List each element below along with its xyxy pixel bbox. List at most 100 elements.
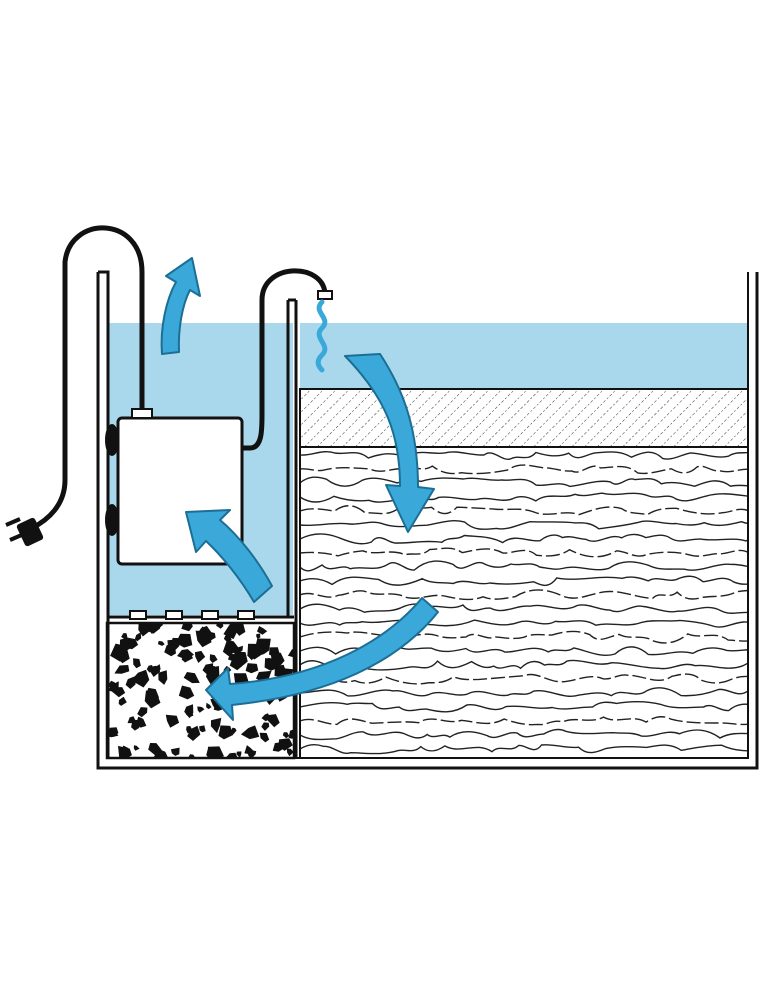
sponge-swirl (300, 673, 748, 685)
coarse-chunk (245, 663, 259, 674)
arrow-into-coarse-media (205, 597, 439, 721)
sponge-swirl (300, 700, 748, 713)
coarse-chunk (114, 665, 130, 674)
coarse-chunk (197, 706, 205, 713)
sponge-swirl (300, 687, 748, 697)
coarse-chunk (216, 623, 224, 629)
coarse-chunk (184, 704, 194, 719)
coarse-chunk (108, 680, 118, 691)
coarse-chunk (240, 725, 260, 740)
coarse-chunk (194, 650, 206, 663)
coarse-chunk (256, 633, 261, 639)
coarse-chunk (255, 649, 264, 656)
coarse-chunk (254, 638, 271, 654)
coarse-chunk (118, 696, 127, 706)
sponge-swirl (300, 476, 748, 488)
sponge-swirl (300, 464, 748, 475)
coarse-chunk (135, 716, 147, 728)
sponge-swirl (300, 520, 748, 530)
coarse-chunk (225, 628, 233, 636)
coarse-chunk (282, 732, 290, 739)
coarse-chunk (270, 651, 285, 667)
coarse-chunk (181, 623, 193, 632)
suction-cup-lower (105, 504, 119, 536)
coarse-chunk (218, 725, 234, 740)
sponge-swirl (300, 589, 748, 601)
coarse-chunk (119, 637, 130, 652)
gravel-layer (299, 388, 749, 448)
arrow-down-through-sponge (344, 353, 435, 533)
coarse-chunk (261, 722, 270, 731)
filter-sponge-outline (299, 446, 749, 759)
coarse-media (107, 623, 294, 758)
coarse-chunk (206, 631, 216, 641)
coarse-chunk (120, 745, 130, 755)
coarse-chunk (170, 747, 180, 756)
sponge-swirl (300, 659, 748, 671)
sponge-swirl (300, 728, 748, 741)
coarse-chunk (138, 623, 151, 637)
coarse-chunk (146, 665, 154, 673)
coarse-chunk (110, 643, 126, 662)
coarse-chunk (127, 716, 136, 724)
sponge-swirl (300, 450, 748, 460)
sponge-swirl (300, 603, 748, 614)
coarse-chunk (133, 658, 141, 669)
coarse-chunk (209, 654, 218, 663)
coarse-chunk (158, 670, 168, 685)
suction-cup-upper (105, 424, 119, 456)
sponge-swirl (300, 619, 748, 628)
coarse-chunk (144, 690, 161, 709)
sponge-swirl (300, 533, 748, 545)
coarse-chunk (183, 672, 200, 684)
coarse-chunk (261, 713, 271, 722)
coarse-chunk (236, 751, 242, 758)
coarse-chunk (287, 648, 294, 658)
coarse-chunk (164, 645, 176, 657)
coarse-chunk (178, 685, 195, 700)
coarse-chunk (225, 752, 238, 758)
coarse-chunk (131, 669, 150, 688)
coarse-chunk (171, 637, 182, 647)
coarse-chunk (230, 727, 237, 735)
coarse-chunk (222, 640, 239, 657)
arrow-up-out (160, 257, 201, 355)
coarse-chunk (137, 707, 148, 718)
coarse-chunk (257, 626, 268, 635)
coarse-chunk (233, 623, 246, 636)
sponge-swirl (300, 492, 748, 503)
floor-slots (129, 610, 255, 620)
coarse-chunk (206, 747, 217, 758)
coarse-chunk (286, 748, 294, 757)
coarse-chunk (259, 732, 270, 743)
coarse-chunk (177, 649, 194, 660)
coarse-chunk (244, 745, 255, 755)
coarse-chunk (288, 729, 294, 739)
coarse-chunk (157, 640, 165, 646)
sponge-swirl (300, 560, 748, 572)
sponge-swirl (300, 743, 748, 755)
coarse-chunk (186, 726, 194, 734)
sponge-swirl (300, 547, 748, 558)
coarse-chunk (133, 745, 140, 751)
arrow-into-pump (185, 509, 273, 603)
power-cord (29, 225, 145, 531)
plug-icon (5, 517, 44, 547)
sponge-swirl (300, 575, 748, 587)
coarse-chunk (210, 717, 222, 734)
coarse-chunk (278, 738, 293, 751)
chamber-left-wall (98, 270, 110, 758)
coarse-chunk (134, 632, 142, 642)
sponge-swirl (300, 505, 748, 516)
coarse-chunk (153, 749, 169, 758)
coarse-chunk (165, 714, 180, 728)
coarse-chunk (107, 729, 119, 738)
sponge-swirl (300, 716, 748, 726)
coarse-chunk (187, 725, 201, 741)
coarse-chunk (195, 630, 212, 648)
coarse-chunk (148, 743, 162, 756)
tank-outline (96, 272, 759, 770)
water-stream (315, 299, 328, 373)
